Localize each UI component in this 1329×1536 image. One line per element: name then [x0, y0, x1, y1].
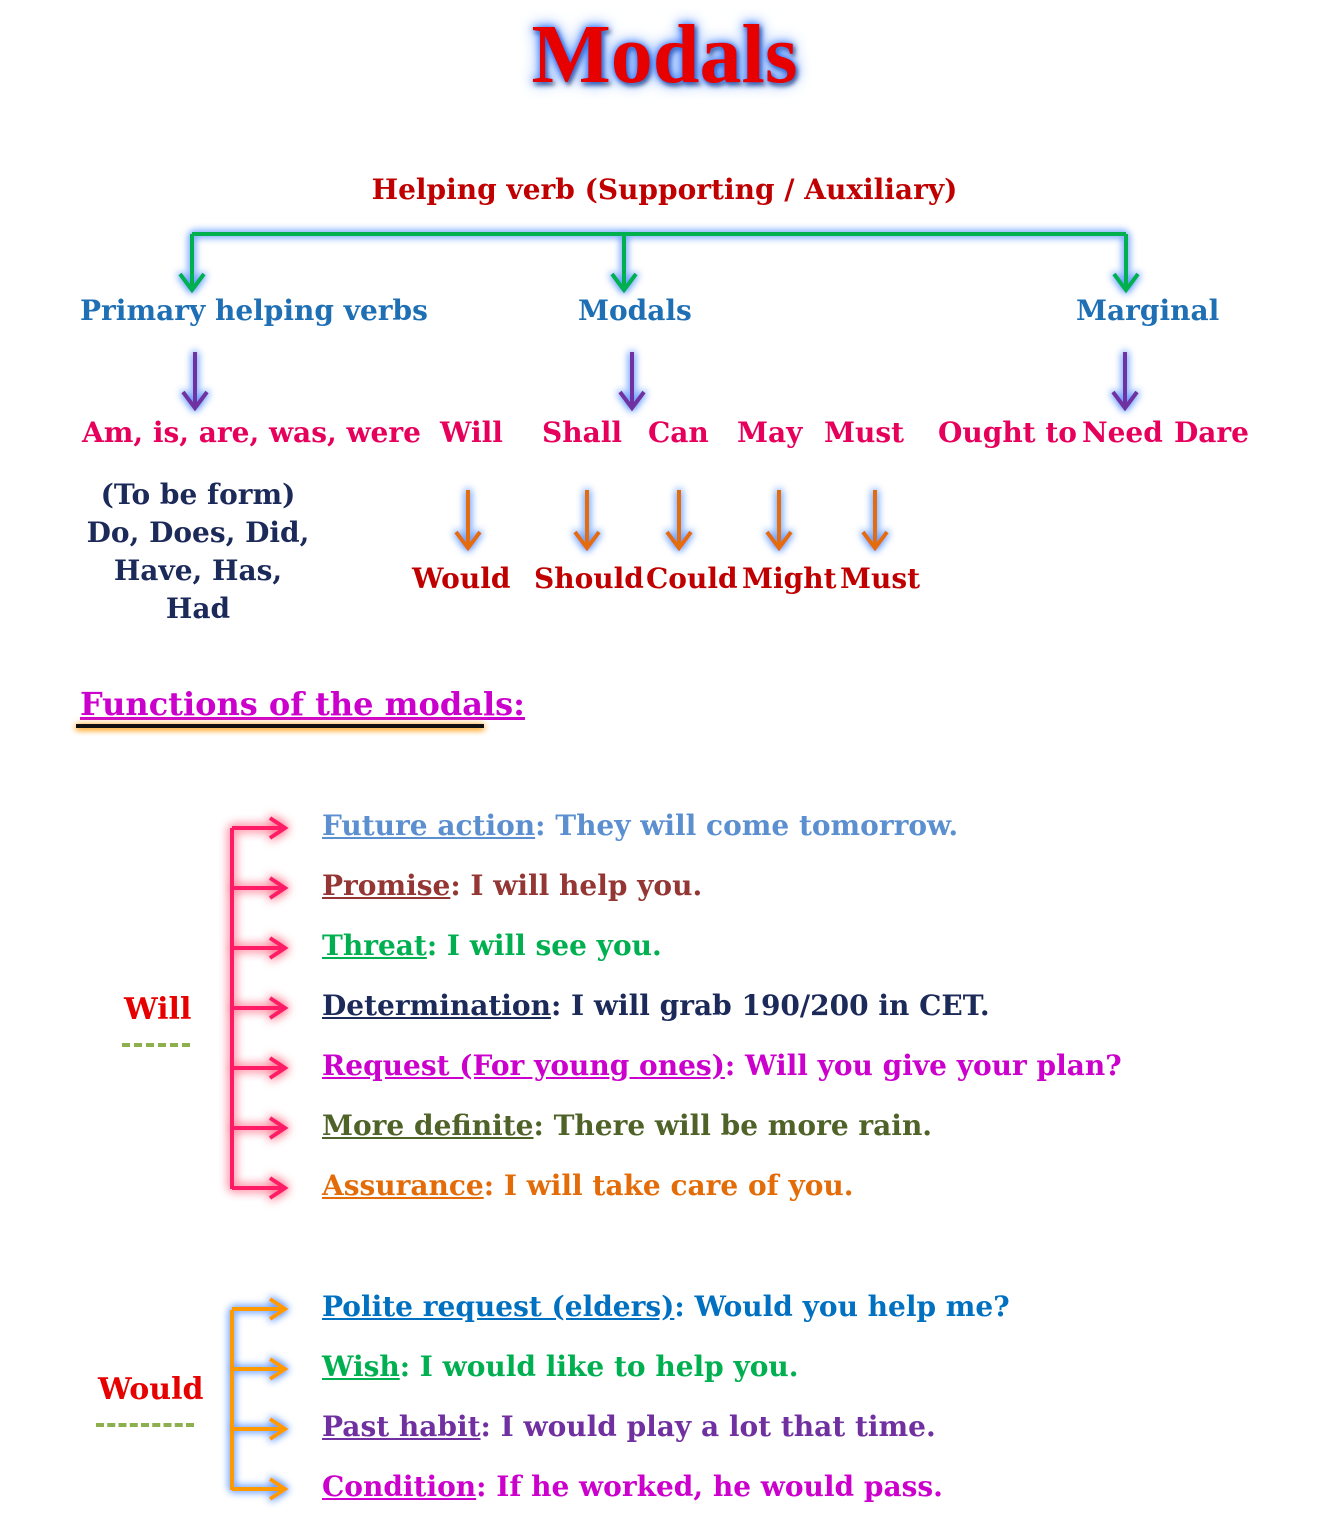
past-form: Should: [534, 562, 644, 595]
function-item: Past habit: I would play a lot that time…: [322, 1410, 936, 1443]
function-name: Promise: [322, 869, 451, 902]
function-example: : Will you give your plan?: [724, 1049, 1122, 1082]
function-name: Condition: [322, 1470, 477, 1503]
function-name: Polite request (elders): [322, 1290, 675, 1323]
modal-form: Will: [440, 416, 503, 449]
modal-form: Must: [824, 416, 905, 449]
page-title: Modals: [531, 8, 798, 101]
bracket-arrow-head: [268, 1477, 289, 1501]
past-form: Might: [742, 562, 837, 595]
function-item: Determination: I will grab 190/200 in CE…: [322, 989, 990, 1022]
function-example: : I will see you.: [426, 929, 662, 962]
function-example: : They will come tomorrow.: [535, 809, 959, 842]
function-name: More definite: [322, 1109, 534, 1142]
bracket-arrow-head: [268, 1056, 289, 1080]
bracket-arrow-head: [268, 876, 289, 900]
functions-heading: Functions of the modals:: [80, 685, 525, 723]
bracket-arrow-head: [268, 816, 289, 840]
category-primary: Primary helping verbs: [80, 294, 428, 327]
modal-form: Can: [648, 416, 709, 449]
function-item: Wish: I would like to help you.: [322, 1350, 799, 1383]
modal-form: Shall: [542, 416, 622, 449]
will-label: Will: [124, 992, 192, 1027]
will-dash: [122, 1043, 190, 1047]
function-item: Polite request (elders): Would you help …: [322, 1290, 1010, 1323]
would-bracket: [230, 1297, 289, 1501]
will-bracket: [230, 816, 289, 1200]
bracket-arrow-head: [268, 936, 289, 960]
function-name: Determination: [322, 989, 551, 1022]
bracket-arrow-head: [268, 1357, 289, 1381]
past-form: Would: [412, 562, 511, 595]
function-name: Future action: [322, 809, 536, 842]
branch-lines: [178, 232, 1140, 294]
function-name: Request (For young ones): [322, 1049, 725, 1082]
to-be-line: Do, Does, Did,: [86, 516, 310, 549]
marginal-form: Dare: [1174, 416, 1249, 449]
function-name: Past habit: [322, 1410, 481, 1443]
category-modals: Modals: [578, 294, 692, 327]
bracket-arrow-head: [268, 1417, 289, 1441]
bracket-arrow-head: [268, 996, 289, 1020]
primary-forms: Am, is, are, was, were: [82, 416, 421, 449]
function-item: Condition: If he worked, he would pass.: [322, 1470, 943, 1503]
to-be-note: (To be form) Do, Does, Did, Have, Has, H…: [78, 476, 318, 628]
function-example: : I would play a lot that time.: [480, 1410, 936, 1443]
function-item: Assurance: I will take care of you.: [322, 1169, 854, 1202]
function-name: Wish: [322, 1350, 400, 1383]
function-example: : I will help you.: [450, 869, 703, 902]
category-marginal: Marginal: [1076, 294, 1220, 327]
function-item: Future action: They will come tomorrow.: [322, 809, 958, 842]
marginal-form: Ought to: [938, 416, 1077, 449]
function-example: : If he worked, he would pass.: [476, 1470, 943, 1503]
function-item: Request (For young ones): Will you give …: [322, 1049, 1122, 1082]
orange-down-arrows: [454, 490, 889, 552]
heading-underline: [76, 724, 484, 728]
function-example: : I will take care of you.: [483, 1169, 854, 1202]
bracket-arrow-head: [268, 1116, 289, 1140]
bracket-arrow-head: [268, 1176, 289, 1200]
modal-form: May: [737, 416, 803, 449]
past-form: Could: [646, 562, 738, 595]
bracket-arrow-head: [268, 1297, 289, 1321]
past-form: Must: [840, 562, 921, 595]
function-item: More definite: There will be more rain.: [322, 1109, 932, 1142]
function-example: : There will be more rain.: [533, 1109, 933, 1142]
function-example: : I would like to help you.: [399, 1350, 799, 1383]
function-example: : I will grab 190/200 in CET.: [550, 989, 990, 1022]
marginal-form: Need: [1082, 416, 1163, 449]
function-item: Threat: I will see you.: [322, 929, 662, 962]
function-item: Promise: I will help you.: [322, 869, 702, 902]
function-example: : Would you help me?: [674, 1290, 1010, 1323]
would-label: Would: [98, 1372, 204, 1407]
purple-down-arrows: [181, 352, 1139, 412]
would-dash: [96, 1423, 194, 1427]
root-helping-verb: Helping verb (Supporting / Auxiliary): [371, 173, 958, 206]
function-name: Threat: [322, 929, 427, 962]
to-be-line: Have, Has, Had: [113, 554, 283, 625]
to-be-line: (To be form): [100, 478, 296, 511]
function-name: Assurance: [322, 1169, 484, 1202]
